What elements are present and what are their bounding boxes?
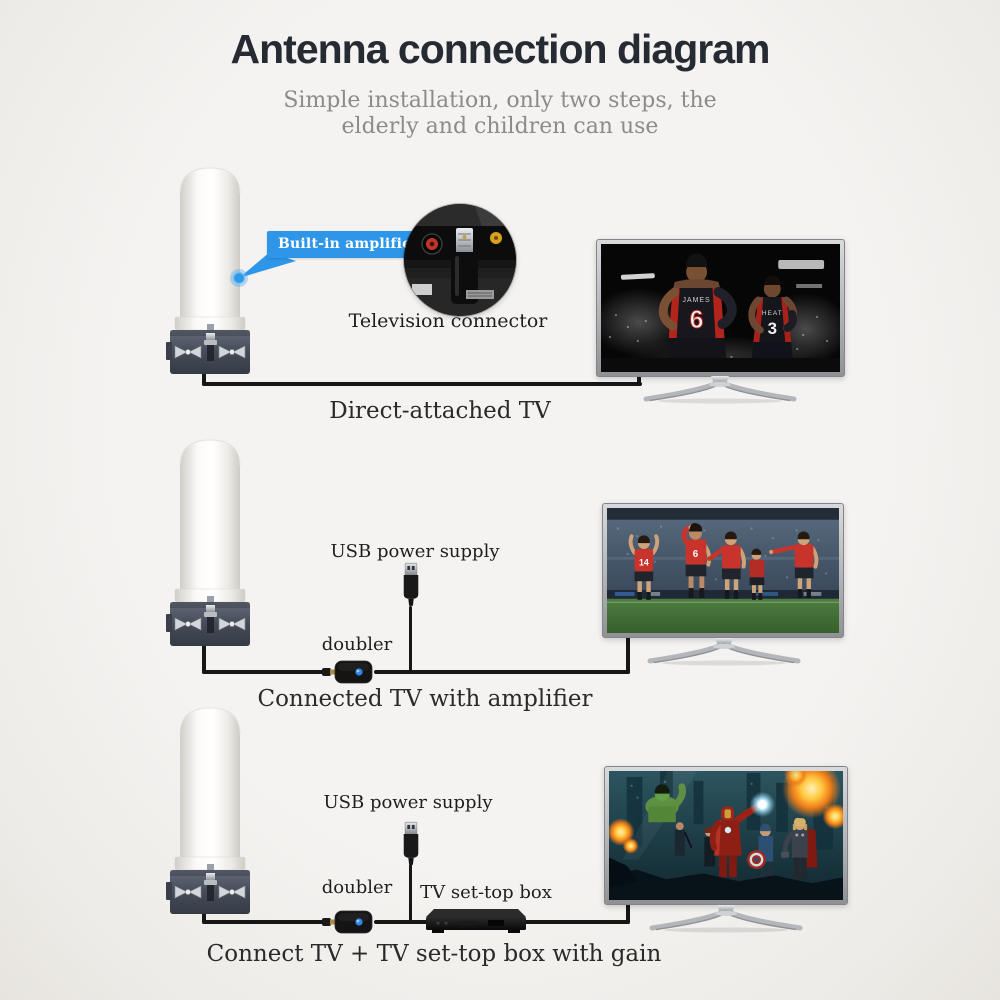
usb-plug-icon: [403, 562, 419, 607]
page-title: Antenna connection diagram: [230, 26, 771, 72]
coax-cable-segment: [374, 670, 630, 674]
usb-cable: [409, 864, 412, 922]
antenna-device: [166, 707, 251, 915]
tv-screen-soccer: 14 6: [607, 508, 839, 633]
subtitle-line-1: Simple installation, only two steps, the: [283, 88, 717, 113]
subtitle-line-2: elderly and children can use: [341, 113, 659, 139]
usb-cable: [409, 606, 412, 672]
coax-cable-segment: [626, 903, 630, 924]
coax-cable-segment: [202, 382, 642, 386]
svg-text:14: 14: [639, 558, 649, 568]
television-connector-label: Television connector: [348, 310, 548, 332]
tv-3: [604, 766, 848, 905]
settop-box-label: TV set-top box: [420, 882, 552, 903]
callout-pointer-icon: [230, 252, 296, 287]
doubler-device: [322, 910, 373, 934]
svg-text:6: 6: [693, 549, 699, 560]
antenna-device: [166, 439, 251, 647]
doubler-label: doubler: [321, 634, 393, 655]
coax-cable-segment: [637, 374, 641, 386]
section-caption: Connected TV with amplifier: [257, 686, 593, 712]
usb-power-label: USB power supply: [323, 792, 493, 813]
coax-cable-segment: [374, 920, 430, 924]
tv-stand: [644, 638, 804, 666]
tv-1: JAMES 6 HEAT 3: [596, 239, 845, 377]
section-caption: Direct-attached TV: [329, 398, 551, 424]
tv-screen-basketball: JAMES 6 HEAT 3: [601, 244, 840, 372]
tv-stand: [640, 376, 800, 404]
svg-text:HEAT: HEAT: [762, 310, 783, 317]
settop-box-device: [426, 909, 526, 933]
svg-text:JAMES: JAMES: [683, 297, 711, 304]
tv-stand: [646, 905, 806, 933]
coax-cable-segment: [202, 630, 206, 674]
connector-inset-photo: [404, 204, 516, 316]
coax-cable-segment: [202, 670, 326, 674]
tv-back-panel-photo: [404, 204, 516, 316]
doubler-label: doubler: [321, 877, 393, 898]
usb-power-label: USB power supply: [330, 541, 500, 562]
svg-text:3: 3: [768, 319, 777, 338]
section-caption: Connect TV + TV set-top box with gain: [206, 941, 662, 967]
tv-screen-movie: [609, 771, 843, 900]
page-subtitle: Simple installation, only two steps, the…: [0, 88, 1000, 140]
coax-cable-segment: [202, 920, 326, 924]
coax-cable-segment: [626, 636, 630, 674]
usb-plug-icon: [403, 821, 419, 866]
svg-text:6: 6: [690, 306, 704, 334]
built-in-amplifier-callout: Built-in amplifier: [267, 231, 430, 258]
coax-cable-segment: [524, 920, 630, 924]
doubler-device: [322, 660, 373, 684]
tv-2: 14 6: [602, 503, 844, 638]
